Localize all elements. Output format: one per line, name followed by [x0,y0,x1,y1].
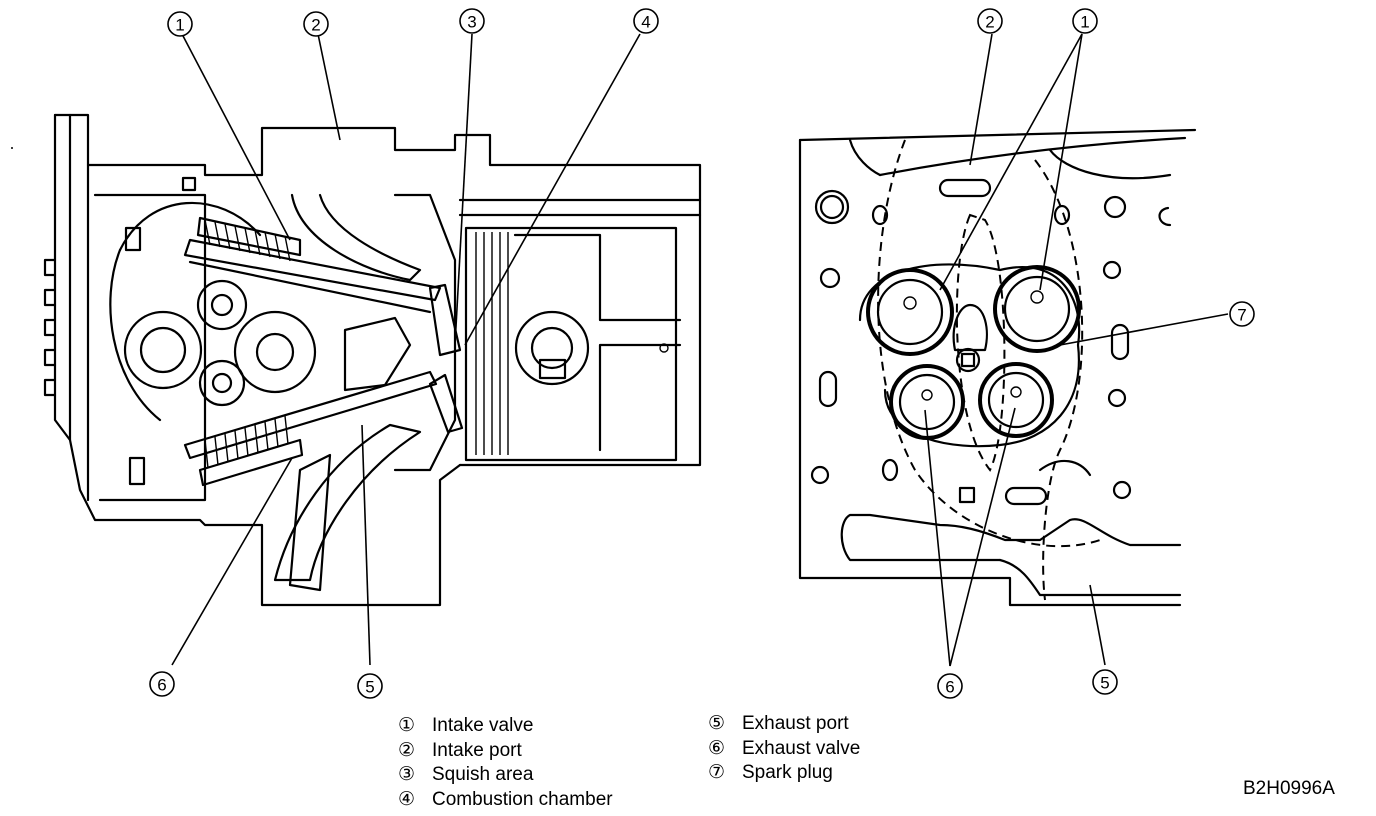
svg-text:1: 1 [1080,13,1089,32]
svg-text:3: 3 [467,13,476,32]
callout-6-left: 6 [149,671,175,697]
svg-text:6: 6 [157,676,166,695]
svg-text:5: 5 [1100,674,1109,693]
chamber-face-view [798,128,1197,607]
svg-text:2: 2 [985,13,994,32]
svg-text:4: 4 [641,13,650,32]
callout-6-right: 6 [937,673,963,699]
callout-3: 3 [459,8,485,34]
callout-2-right: 2 [977,8,1003,34]
leader-lines [171,33,1229,667]
svg-text:1: 1 [175,16,184,35]
callout-4: 4 [633,8,659,34]
figure-code: B2H0996A [1243,778,1335,799]
svg-text:2: 2 [311,16,320,35]
callout-1-left: 1 [167,11,193,37]
svg-text:6: 6 [945,678,954,697]
callout-5-right: 5 [1092,669,1118,695]
callout-1-right: 1 [1072,8,1098,34]
callout-2-left: 2 [303,11,329,37]
callout-5-left: 5 [357,673,383,699]
svg-text:5: 5 [365,678,374,697]
callout-7: 7 [1229,301,1255,327]
cross-section-view [43,113,702,607]
svg-text:7: 7 [1237,306,1246,325]
